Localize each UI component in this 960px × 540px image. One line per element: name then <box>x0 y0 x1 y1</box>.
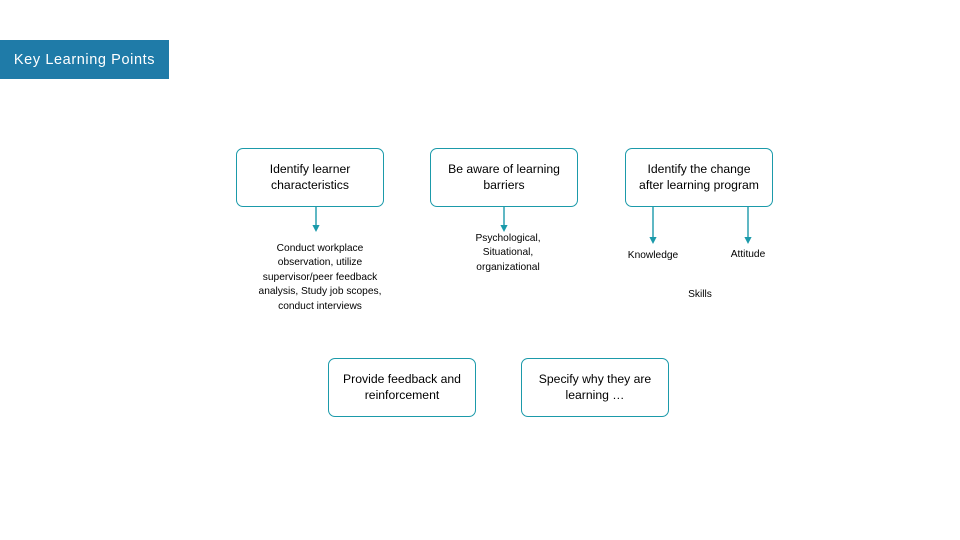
detail-label: Conduct workplace observation, utilize s… <box>258 243 382 312</box>
node-label: Identify the change after learning progr… <box>639 162 759 192</box>
detail-label: Attitude <box>730 249 766 260</box>
detail-skills: Skills <box>655 288 745 302</box>
node-specify-why-they-are-learning[interactable]: Specify why they are learning … <box>521 358 669 417</box>
detail-psychological-situational-organizational: Psychological, Situational, organization… <box>442 232 574 275</box>
node-label: Be aware of learning barriers <box>448 162 560 192</box>
detail-label: Skills <box>688 289 712 300</box>
node-provide-feedback-and-reinforcement[interactable]: Provide feedback and reinforcement <box>328 358 476 417</box>
arrow-change-to-attitude <box>742 207 754 245</box>
detail-label: Psychological, Situational, organization… <box>475 233 541 273</box>
detail-conduct-workplace-observation: Conduct workplace observation, utilize s… <box>238 242 402 314</box>
node-label: Specify why they are learning … <box>538 372 652 402</box>
page-title-banner: Key Learning Points <box>0 40 169 79</box>
node-identify-the-change[interactable]: Identify the change after learning progr… <box>625 148 773 207</box>
arrow-learner-to-detail <box>310 207 322 233</box>
detail-knowledge: Knowledge <box>606 249 700 263</box>
page-title: Key Learning Points <box>13 51 156 68</box>
detail-attitude: Attitude <box>703 248 793 262</box>
node-be-aware-of-learning-barriers[interactable]: Be aware of learning barriers <box>430 148 578 207</box>
arrow-barriers-to-detail <box>498 207 510 233</box>
node-label: Identify learner characteristics <box>269 162 351 192</box>
arrow-change-to-knowledge <box>647 207 659 245</box>
node-label: Provide feedback and reinforcement <box>343 372 461 402</box>
node-identify-learner-characteristics[interactable]: Identify learner characteristics <box>236 148 384 207</box>
detail-label: Knowledge <box>627 250 679 261</box>
